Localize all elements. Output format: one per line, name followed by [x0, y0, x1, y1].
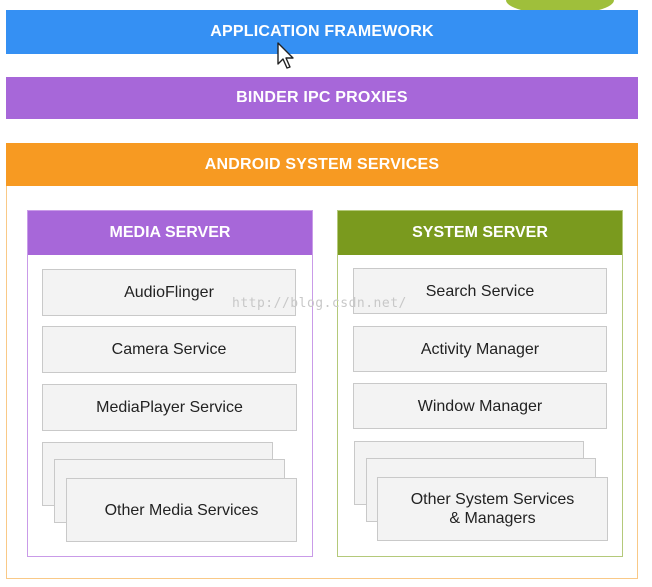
other-system-services-label-line2: & Managers: [449, 510, 536, 527]
blog-watermark: http://blog.csdn.net/: [232, 296, 407, 311]
camera-service-box: Camera Service: [42, 326, 296, 373]
camera-service-label: Camera Service: [111, 341, 227, 358]
other-media-services-box: Other Media Services: [66, 478, 297, 542]
other-system-services-box: Other System Services & Managers: [377, 477, 608, 541]
audioflinger-box: AudioFlinger: [42, 269, 296, 316]
other-system-services-label-line1: Other System Services: [410, 491, 575, 508]
window-manager-label: Window Manager: [417, 397, 543, 415]
mediaplayer-service-label: MediaPlayer Service: [96, 399, 243, 416]
binder-ipc-proxies-label: BINDER IPC PROXIES: [236, 89, 408, 106]
search-service-box: Search Service: [353, 268, 607, 314]
system-server-title-text: SYSTEM SERVER: [412, 224, 548, 241]
binder-ipc-proxies-layer: BINDER IPC PROXIES: [6, 77, 638, 119]
android-system-services-header: ANDROID SYSTEM SERVICES: [6, 143, 638, 186]
system-server-title: SYSTEM SERVER: [338, 211, 622, 255]
media-server-title-text: MEDIA SERVER: [109, 224, 231, 241]
activity-manager-label: Activity Manager: [420, 340, 540, 358]
mouse-pointer-icon: [277, 42, 294, 69]
application-framework-label: APPLICATION FRAMEWORK: [210, 23, 434, 40]
search-service-label: Search Service: [425, 282, 535, 300]
android-system-services-label: ANDROID SYSTEM SERVICES: [204, 155, 440, 173]
activity-manager-box: Activity Manager: [353, 326, 607, 372]
window-manager-box: Window Manager: [353, 383, 607, 429]
mediaplayer-service-box: MediaPlayer Service: [42, 384, 297, 431]
application-framework-layer: APPLICATION FRAMEWORK: [6, 10, 638, 54]
other-media-services-label: Other Media Services: [104, 501, 259, 519]
audioflinger-label: AudioFlinger: [124, 284, 214, 301]
media-server-title: MEDIA SERVER: [28, 211, 312, 255]
